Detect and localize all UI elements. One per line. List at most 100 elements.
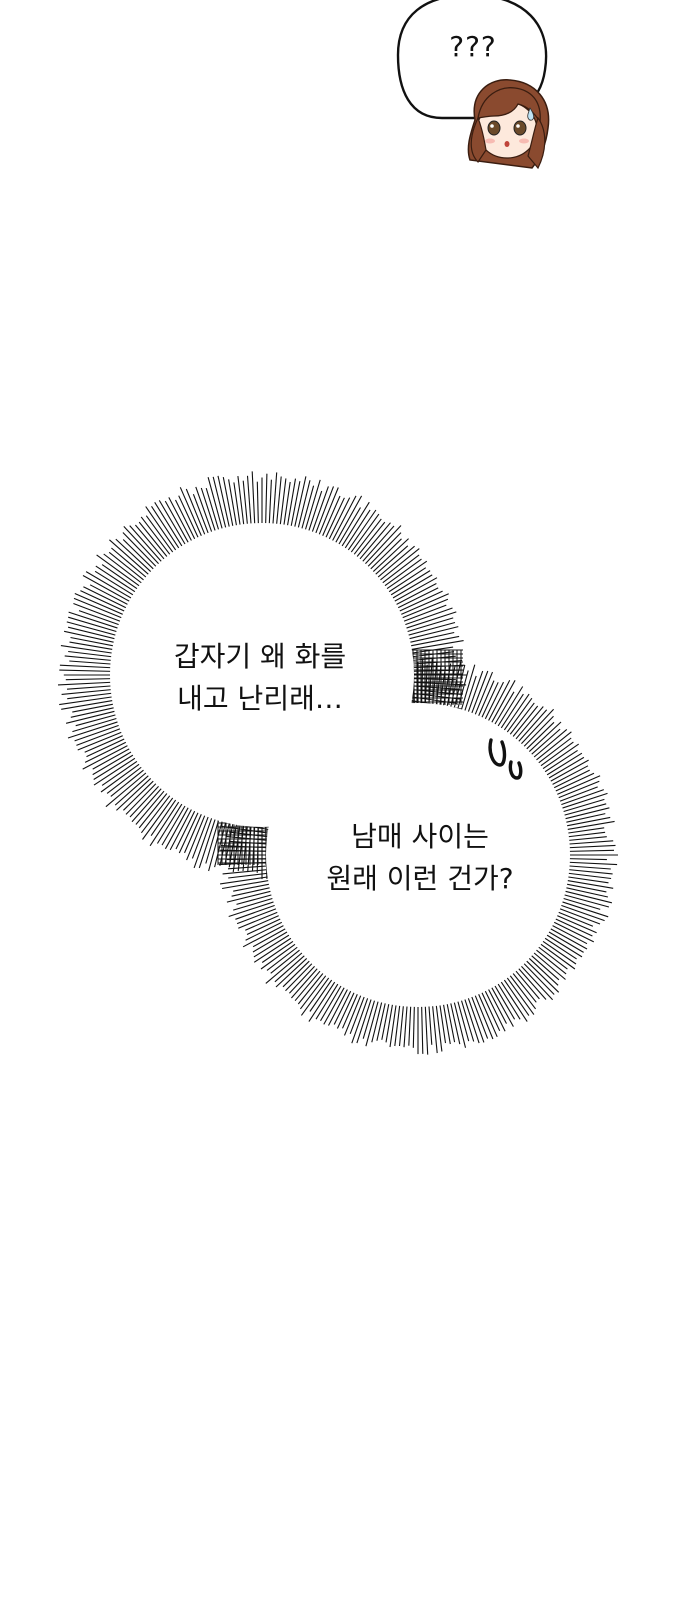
- focus-line: [518, 958, 555, 995]
- focus-line: [93, 751, 140, 780]
- focus-line: [312, 486, 335, 540]
- focus-line: [135, 785, 169, 825]
- focus-line: [129, 525, 167, 567]
- focus-line: [292, 476, 307, 534]
- focus-line: [123, 526, 164, 570]
- focus-line: [472, 989, 494, 1040]
- focus-line: [100, 759, 146, 793]
- speech-bubble-text: ???: [449, 30, 497, 63]
- focus-line: [499, 693, 530, 737]
- focus-line: [336, 986, 358, 1029]
- focus-line: [412, 999, 416, 1048]
- focus-line: [484, 983, 507, 1024]
- focus-line: [236, 905, 283, 925]
- focus-line: [374, 548, 420, 585]
- focus-line: [559, 885, 609, 898]
- focus-line: [338, 501, 370, 553]
- focus-line: [80, 590, 131, 615]
- focus-line: [237, 476, 246, 532]
- focus-line: [560, 878, 614, 889]
- focus-line: [562, 857, 607, 861]
- thought-bubble-2-interior: [266, 703, 570, 1007]
- focus-line: [89, 584, 134, 609]
- focus-line: [558, 889, 613, 904]
- focus-line: [502, 697, 533, 739]
- focus-line: [526, 950, 560, 981]
- focus-line: [164, 801, 192, 850]
- focus-line: [178, 495, 202, 544]
- focus-line: [220, 875, 275, 885]
- focus-line: [59, 664, 118, 669]
- focus-line: [343, 509, 377, 557]
- focus-line: [488, 680, 516, 729]
- focus-line: [78, 610, 126, 628]
- focus-line: [246, 475, 253, 531]
- focus-line: [462, 675, 477, 718]
- focus-line: [82, 741, 134, 770]
- focus-line: [455, 994, 470, 1042]
- focus-line: [505, 969, 537, 1010]
- focus-line: [408, 999, 412, 1046]
- focus-line: [530, 731, 572, 765]
- focus-line: [316, 487, 339, 541]
- focus-line: [552, 780, 600, 801]
- focus-line: [275, 476, 282, 531]
- focus-line: [434, 663, 442, 712]
- focus-line: [536, 743, 580, 774]
- focus-line: [561, 827, 605, 835]
- focus-line: [245, 912, 286, 931]
- focus-line: [544, 759, 589, 785]
- focus-line: [86, 735, 131, 758]
- focus-line: [547, 918, 595, 943]
- focus-line: [544, 925, 588, 950]
- focus-line: [497, 975, 528, 1022]
- focus-line: [140, 789, 175, 834]
- focus-line: [226, 889, 278, 903]
- focus-line: [455, 670, 469, 716]
- focus-line: [233, 882, 276, 892]
- focus-line: [554, 789, 604, 808]
- focus-line: [315, 977, 342, 1020]
- focus-line: [349, 990, 368, 1034]
- focus-line: [93, 754, 142, 786]
- focus-line: [179, 487, 205, 543]
- focus-line: [228, 899, 281, 918]
- focus-line: [550, 912, 597, 934]
- focus-line: [381, 997, 391, 1040]
- focus-line: [532, 942, 568, 970]
- focus-line: [472, 671, 494, 721]
- focus-line: [115, 538, 157, 577]
- focus-line: [550, 775, 601, 798]
- focus-line: [70, 636, 120, 648]
- focus-line: [434, 998, 443, 1052]
- focus-line: [66, 621, 123, 638]
- focus-line: [561, 871, 612, 880]
- focus-line: [559, 813, 606, 825]
- focus-line: [140, 516, 175, 561]
- focus-line: [547, 769, 590, 792]
- focus-line: [394, 593, 449, 618]
- focus-line: [502, 971, 535, 1015]
- focus-line: [109, 539, 154, 580]
- focus-line: [245, 918, 289, 941]
- focus-line: [394, 998, 402, 1047]
- focus-line: [468, 670, 489, 720]
- focus-line: [278, 478, 287, 532]
- focus-line: [549, 772, 595, 795]
- focus-line: [562, 844, 616, 849]
- focus-line: [398, 607, 453, 628]
- focus-line: [553, 786, 598, 805]
- focus-line: [228, 479, 239, 533]
- focus-line: [562, 840, 614, 846]
- focus-line: [526, 728, 561, 760]
- focus-line: [513, 963, 547, 1000]
- focus-line: [175, 499, 199, 546]
- focus-line: [256, 481, 260, 531]
- focus-line: [494, 977, 521, 1020]
- focus-line: [168, 497, 196, 547]
- focus-line: [513, 709, 548, 747]
- focus-line: [59, 669, 118, 673]
- focus-line: [351, 991, 371, 1044]
- focus-line: [145, 506, 181, 557]
- focus-line: [83, 586, 133, 612]
